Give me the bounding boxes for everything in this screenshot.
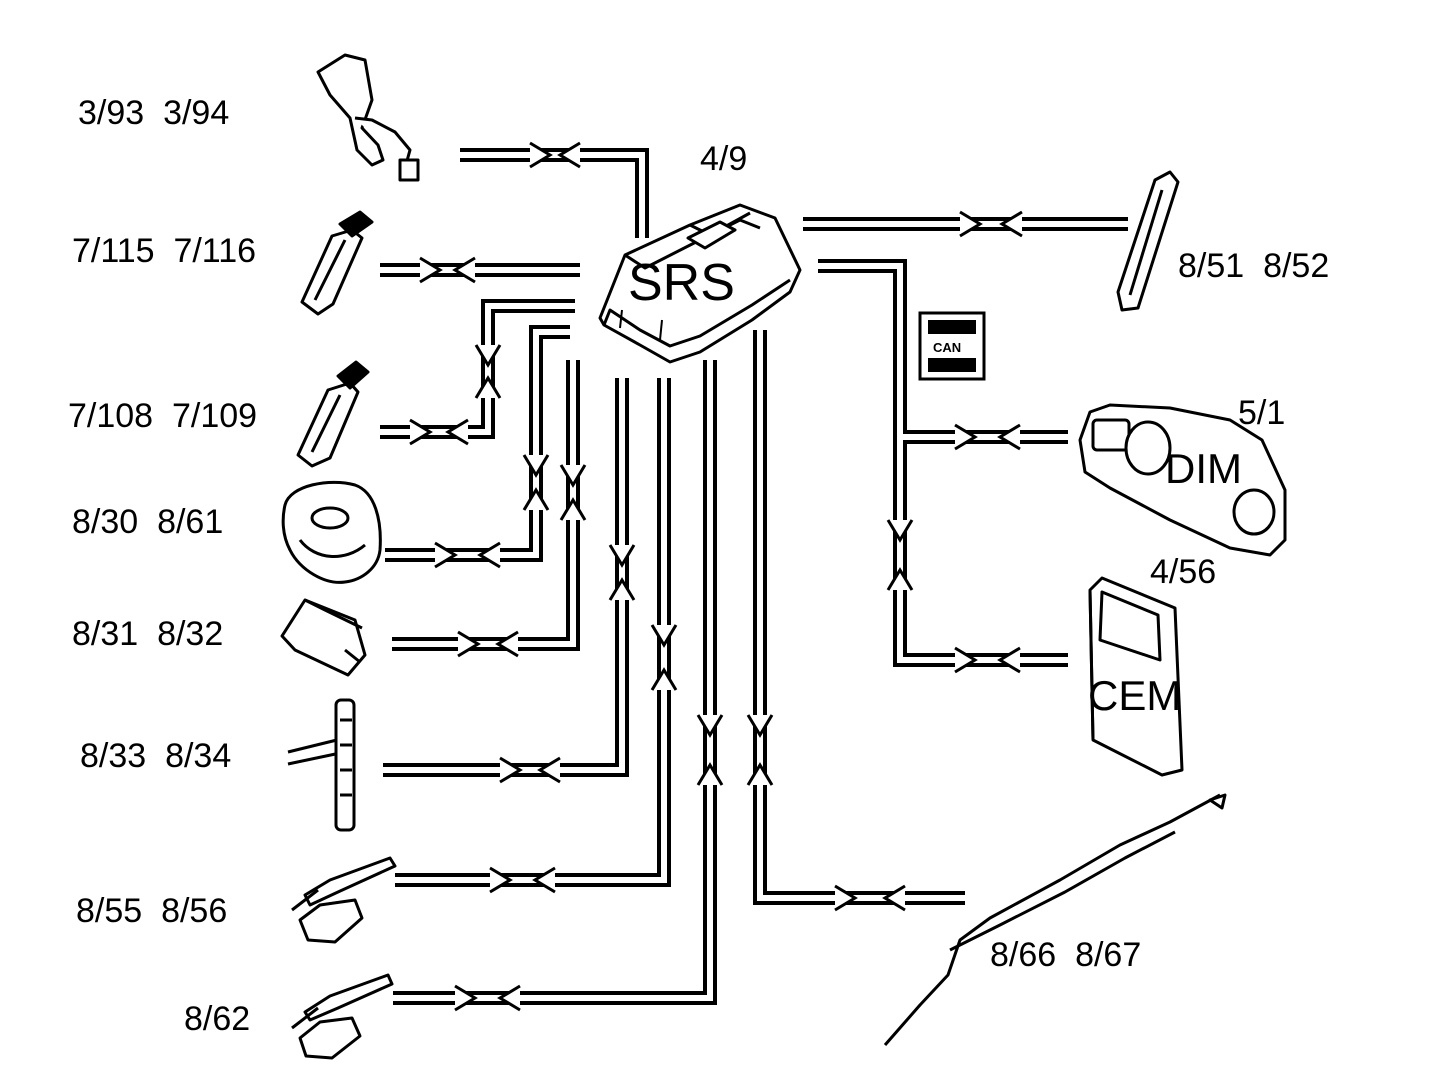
wire-7-108: [380, 299, 575, 439]
label-4-9: 4/9: [700, 140, 747, 178]
label-8-31-8-32: 8/31 8/32: [72, 615, 223, 653]
connector-mark: [454, 984, 521, 1012]
reference-labels: 3/93 3/94 7/115 7/116 7/108 7/109 8/30 8…: [68, 94, 1329, 1038]
inflatable-curtain-icon: [1116, 170, 1180, 312]
connector-mark: [559, 464, 587, 521]
steering-wheel-airbag-icon: [281, 480, 382, 584]
roll-over-sensor-icon: [287, 698, 356, 832]
connector-mark: [489, 866, 556, 894]
seat-belt-tensioner-icon: [300, 210, 374, 316]
connector-mark: [608, 544, 636, 601]
curtain-airbag-tube-icon: [883, 793, 1227, 1046]
label-8-62: 8/62: [184, 1000, 250, 1038]
connector-mark: [959, 210, 1023, 238]
label-4-56: 4/56: [1150, 553, 1216, 591]
connector-mark: [434, 541, 501, 569]
connector-mark: [474, 344, 502, 399]
dim-label: DIM: [1165, 445, 1242, 492]
label-7-108-7-109: 7/108 7/109: [68, 397, 257, 435]
wire-8-66: [753, 330, 965, 905]
label-7-115-7-116: 7/115 7/116: [72, 232, 256, 270]
connector-mark: [886, 519, 914, 591]
label-5-1: 5/1: [1238, 394, 1285, 432]
connector-mark: [746, 714, 774, 786]
connector-mark: [419, 256, 476, 284]
srs-control-module: SRS: [598, 203, 802, 364]
passenger-airbag-icon: [280, 598, 367, 677]
side-airbag-module-icon: [291, 856, 397, 944]
connector-marks: [409, 141, 1023, 1012]
connector-mark: [696, 714, 724, 786]
connector-mark: [499, 756, 561, 784]
connector-mark: [457, 630, 519, 658]
connector-mark: [529, 141, 581, 169]
wire-harnesses: [380, 148, 1128, 1005]
connector-mark: [954, 646, 1021, 674]
label-8-66-8-67: 8/66 8/67: [990, 936, 1141, 974]
label-8-30-8-61: 8/30 8/61: [72, 503, 223, 541]
side-airbag-module-2-icon: [291, 973, 394, 1060]
connector-mark: [954, 423, 1021, 451]
connector-mark: [834, 884, 906, 912]
driver-information-module-icon: DIM: [1078, 403, 1287, 557]
seat-belt-pretensioner-icon: [296, 360, 370, 468]
connector-mark: [409, 418, 469, 446]
connector-mark: [650, 624, 678, 691]
connector-mark: [522, 454, 550, 511]
central-electronic-module-icon: CEM: [1088, 576, 1184, 777]
cem-label: CEM: [1088, 672, 1181, 719]
label-8-55-8-56: 8/55 8/56: [76, 892, 227, 930]
label-3-93-3-94: 3/93 3/94: [78, 94, 229, 132]
srs-label: SRS: [628, 254, 735, 312]
can-bus-badge: CAN: [918, 311, 986, 381]
belt-buckle-icon: [316, 53, 420, 182]
can-label: CAN: [933, 340, 961, 355]
wire-3-93: [460, 148, 649, 238]
label-8-51-8-52: 8/51 8/52: [1178, 247, 1329, 285]
label-8-33-8-34: 8/33 8/34: [80, 737, 231, 775]
